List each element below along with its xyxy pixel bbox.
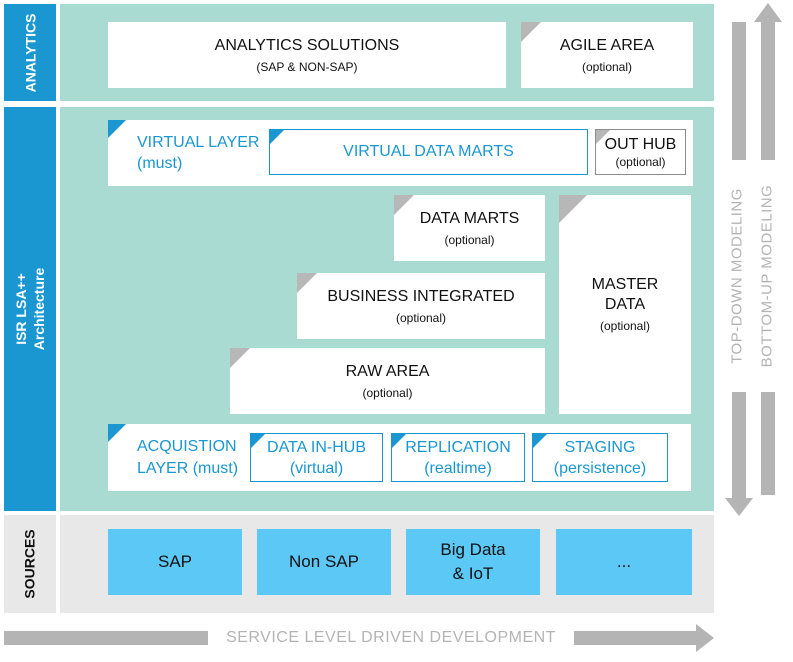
corner-marker	[251, 434, 265, 448]
replication-line2: (realtime)	[424, 459, 492, 477]
replication-box: REPLICATION (realtime)	[391, 433, 525, 482]
raw-area-subtitle: (optional)	[362, 385, 413, 400]
agile-area-box: AGILE AREA (optional)	[521, 22, 693, 88]
data-marts-box: DATA MARTS (optional)	[394, 195, 545, 261]
source-label-line1: Big Data	[440, 540, 506, 559]
service-level-label: SERVICE LEVEL DRIVEN DEVELOPMENT	[226, 629, 556, 646]
analytics-sidebar: ANALYTICS	[4, 4, 56, 101]
data-in-hub-line1: DATA IN-HUB	[267, 438, 366, 456]
analytics-sidebar-label: ANALYTICS	[22, 13, 39, 92]
virtual-data-marts-label: VIRTUAL DATA MARTS	[343, 143, 514, 160]
architecture-label-line2: Architecture	[31, 267, 47, 351]
raw-area-box: RAW AREA (optional)	[230, 348, 545, 414]
top-down-modeling-label: TOP-DOWN MODELING	[728, 188, 746, 364]
staging-line2: (persistence)	[553, 459, 647, 477]
out-hub-box: OUT HUB (optional)	[595, 129, 686, 175]
source-box: Non SAP	[257, 529, 391, 595]
acquisition-layer-box: ACQUISTION LAYER (must) DATA IN-HUB (vir…	[108, 424, 691, 491]
virtual-layer-label: VIRTUAL LAYER (must)	[137, 132, 259, 174]
virtual-layer-box: VIRTUAL LAYER (must) VIRTUAL DATA MARTS …	[108, 120, 693, 186]
corner-marker	[297, 273, 317, 293]
source-label-line1: ...	[616, 552, 632, 571]
service-arrow-shaft-left	[4, 631, 208, 645]
down-arrow-head	[725, 498, 753, 516]
corner-marker	[533, 434, 547, 448]
data-in-hub-box: DATA IN-HUB (virtual)	[250, 433, 383, 482]
corner-marker	[596, 130, 610, 144]
architecture-sidebar: ISR LSA++ Architecture	[4, 107, 56, 511]
virtual-layer-line1: VIRTUAL LAYER	[137, 134, 260, 151]
corner-marker	[108, 424, 126, 442]
corner-marker	[559, 195, 587, 223]
analytics-solutions-subtitle: (SAP & NON-SAP)	[256, 59, 358, 74]
replication-line1: REPLICATION	[405, 438, 511, 456]
agile-area-title: AGILE AREA	[559, 36, 655, 54]
bottom-up-arrow-shaft-lower	[761, 392, 775, 495]
master-data-line2: DATA	[604, 296, 646, 313]
top-down-arrow-shaft-lower	[732, 392, 746, 498]
sources-sidebar-label: SOURCES	[22, 529, 39, 599]
staging-box: STAGING (persistence)	[532, 433, 668, 482]
corner-marker	[394, 195, 414, 215]
horizontal-arrow	[4, 624, 714, 652]
master-data-box: MASTER DATA (optional)	[559, 195, 691, 414]
vertical-arrows	[725, 3, 782, 516]
master-data-line1: MASTER	[591, 276, 659, 293]
service-arrow-shaft-right	[574, 631, 696, 645]
analytics-solutions-box: ANALYTICS SOLUTIONS (SAP & NON-SAP)	[108, 22, 506, 88]
business-integrated-title: BUSINESS INTEGRATED	[327, 287, 515, 305]
out-hub-subtitle: (optional)	[615, 154, 666, 169]
source-label-line2: & IoT	[452, 564, 494, 583]
bottom-up-arrow-shaft-upper	[761, 22, 775, 160]
source-box: Big Data & IoT	[406, 529, 540, 595]
agile-area-subtitle: (optional)	[581, 59, 633, 74]
business-integrated-box: BUSINESS INTEGRATED (optional)	[297, 273, 545, 339]
data-marts-title: DATA MARTS	[419, 209, 520, 227]
staging-line1: STAGING	[564, 438, 636, 456]
right-arrow-head	[696, 624, 714, 652]
bottom-up-modeling-label: BOTTOM-UP MODELING	[758, 184, 776, 368]
corner-marker	[521, 22, 541, 42]
corner-marker	[108, 120, 126, 138]
corner-marker	[392, 434, 406, 448]
up-arrow-head	[754, 3, 782, 22]
corner-marker	[230, 348, 250, 368]
architecture-label-line1: ISR LSA++	[13, 273, 29, 345]
source-label-line1: SAP	[157, 552, 193, 571]
data-in-hub-line2: (virtual)	[289, 459, 344, 477]
acquisition-line2: LAYER (must)	[137, 460, 239, 477]
out-hub-title: OUT HUB	[604, 135, 677, 153]
virtual-data-marts-box: VIRTUAL DATA MARTS	[269, 129, 588, 175]
virtual-layer-line2: (must)	[137, 155, 183, 172]
source-label-line1: Non SAP	[289, 552, 359, 571]
analytics-solutions-title: ANALYTICS SOLUTIONS	[214, 36, 400, 54]
master-data-subtitle: (optional)	[599, 319, 651, 333]
raw-area-title: RAW AREA	[345, 362, 430, 380]
top-down-arrow-shaft-upper	[732, 22, 746, 160]
architecture-sidebar-label: ISR LSA++ Architecture	[12, 268, 48, 350]
corner-marker	[270, 130, 284, 144]
data-marts-subtitle: (optional)	[444, 232, 495, 247]
source-box: ...	[556, 529, 692, 595]
acquisition-layer-label: ACQUISTION LAYER (must)	[137, 436, 238, 480]
source-box: SAP	[108, 529, 242, 595]
acquisition-line1: ACQUISTION	[137, 438, 237, 455]
sources-sidebar: SOURCES	[4, 515, 56, 613]
business-integrated-subtitle: (optional)	[395, 310, 447, 325]
